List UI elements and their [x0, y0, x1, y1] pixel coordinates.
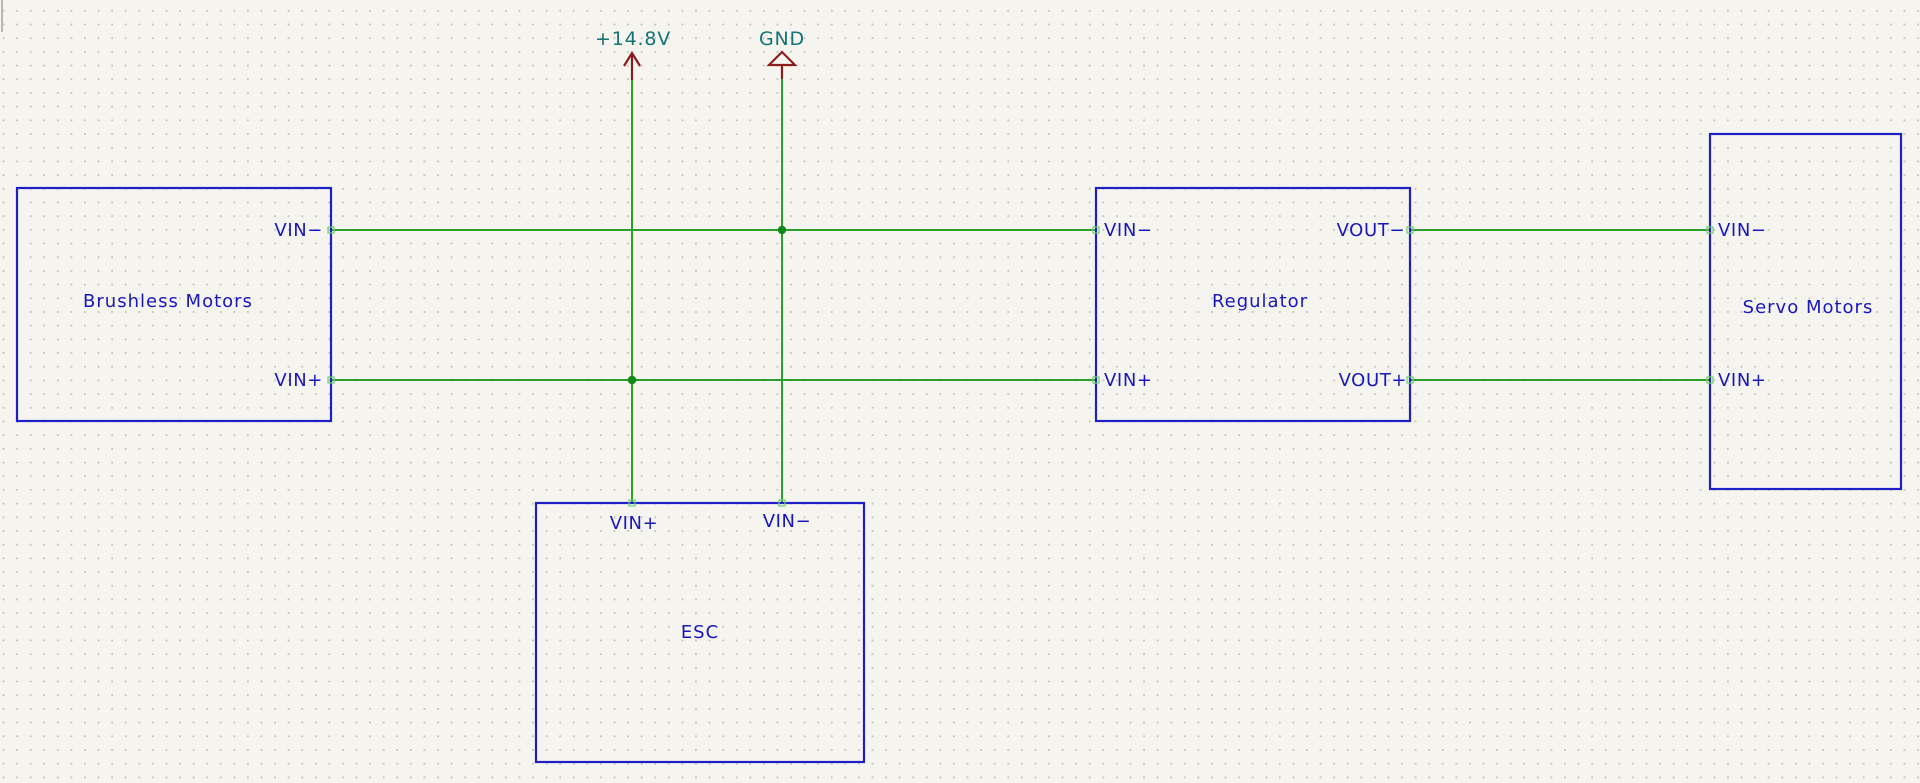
pin-vin-minus[interactable]: [327, 226, 335, 234]
pin-vin-plus[interactable]: [1092, 376, 1100, 384]
symbol-body: [534, 501, 866, 764]
component-regulator[interactable]: Regulator VIN− VIN+ VOUT− VOUT+: [1092, 186, 1414, 423]
pin-vin-minus[interactable]: [1092, 226, 1100, 234]
symbol-body: [1094, 186, 1412, 423]
symbol-body: [15, 186, 333, 423]
pin-label-vin-plus: VIN+: [1718, 370, 1767, 391]
power-port-gnd[interactable]: GND: [759, 28, 805, 79]
pin-label-vin-plus: VIN+: [1104, 370, 1153, 391]
wires: [331, 78, 1710, 503]
power-label-14v8: +14.8V: [595, 28, 671, 50]
pin-label-vin-plus: VIN+: [274, 370, 323, 391]
component-servo-motors[interactable]: Servo Motors VIN− VIN+: [1706, 132, 1903, 491]
pin-vin-plus[interactable]: [628, 499, 636, 507]
pin-label-vin-minus: VIN−: [763, 511, 812, 532]
power-label-gnd: GND: [759, 28, 805, 50]
pin-label-vin-minus: VIN−: [1718, 220, 1767, 241]
pin-vin-minus[interactable]: [778, 499, 786, 507]
pin-label-vin-minus: VIN−: [1104, 220, 1153, 241]
power-arrow-icon: [623, 50, 641, 80]
pin-vin-plus[interactable]: [1706, 376, 1714, 384]
pin-label-vout-minus: VOUT−: [1337, 220, 1405, 241]
pin-vin-plus[interactable]: [327, 376, 335, 384]
pin-label-vin-plus: VIN+: [610, 513, 659, 534]
symbol-body: [1708, 132, 1903, 491]
pin-vin-minus[interactable]: [1706, 226, 1714, 234]
component-name: ESC: [681, 622, 719, 643]
component-esc[interactable]: ESC VIN+ VIN−: [534, 499, 866, 764]
ground-triangle-icon: [766, 50, 798, 79]
pin-vout-plus[interactable]: [1406, 376, 1414, 384]
pin-label-vout-plus: VOUT+: [1339, 370, 1407, 391]
component-name: Brushless Motors: [83, 291, 253, 312]
component-name: Regulator: [1212, 291, 1308, 312]
component-name: Servo Motors: [1743, 297, 1874, 318]
pin-vout-minus[interactable]: [1406, 226, 1414, 234]
junction-gnd[interactable]: [777, 225, 787, 235]
power-port-14v8[interactable]: +14.8V: [595, 28, 671, 80]
junction-14v8[interactable]: [627, 375, 637, 385]
pin-label-vin-minus: VIN−: [274, 220, 323, 241]
component-brushless-motors[interactable]: Brushless Motors VIN− VIN+: [15, 186, 335, 423]
canvas-edge-marker: [1, 0, 3, 32]
